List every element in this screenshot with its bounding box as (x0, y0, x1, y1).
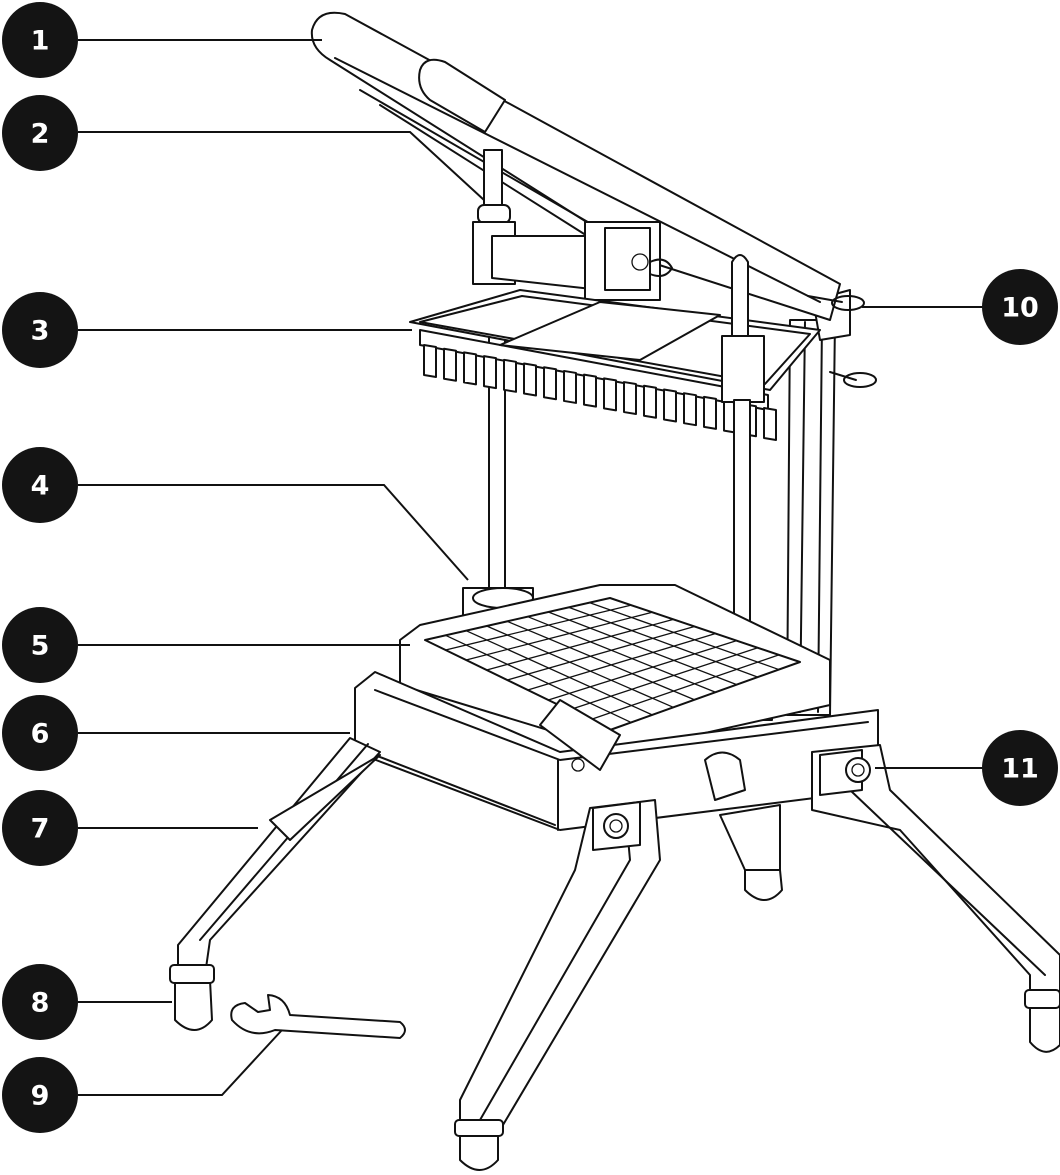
callout-7-label: 7 (31, 814, 50, 845)
base-frame (354, 671, 879, 831)
blade-grid (444, 602, 780, 724)
callout-8: 8 (2, 964, 78, 1040)
blade-line (506, 620, 696, 701)
pusher-tooth (583, 373, 597, 408)
legs (177, 737, 1060, 1131)
pusher-tooth (423, 344, 437, 378)
blade-line (486, 618, 674, 671)
blade-line (547, 611, 738, 686)
blade-assembly (399, 584, 831, 753)
pusher-tooth (523, 362, 537, 397)
cross-arm (491, 221, 673, 301)
callout-6: 6 (2, 695, 78, 771)
callout-2: 2 (2, 95, 78, 171)
blade-line (568, 647, 759, 711)
pins (807, 295, 877, 388)
pusher-tooth (683, 392, 697, 427)
callout-9: 9 (2, 1057, 78, 1133)
pusher-tooth (603, 377, 617, 412)
pusher-block (409, 289, 821, 441)
pusher-tooth (703, 395, 717, 430)
blade-line (444, 604, 632, 651)
pusher-tooth (463, 351, 477, 386)
blade-line (588, 602, 780, 671)
callout-3-label: 3 (31, 316, 50, 347)
pusher-tooth (643, 384, 657, 419)
pusher-tooth (543, 366, 557, 401)
callout-6-label: 6 (31, 719, 50, 750)
blade-line (444, 634, 632, 724)
blade-line (568, 606, 759, 678)
feet (169, 869, 1060, 1171)
left-guide-post (462, 149, 534, 625)
callout-2-label: 2 (31, 119, 50, 150)
blade-line (486, 625, 674, 708)
callout-10-label: 10 (1001, 293, 1039, 324)
callout-11: 11 (982, 730, 1058, 806)
blade-line (527, 616, 717, 693)
wrench (230, 994, 406, 1039)
pusher-tooth (623, 381, 637, 416)
blade-line (465, 630, 653, 716)
callout-1: 1 (2, 2, 78, 78)
callout-11-label: 11 (1001, 754, 1039, 785)
blade-line (527, 632, 717, 691)
pusher-tooth (483, 355, 497, 390)
callout-5: 5 (2, 607, 78, 683)
bolts (603, 757, 871, 839)
blade-line (465, 611, 653, 661)
callout-5-label: 5 (31, 631, 50, 662)
blade-line (547, 640, 738, 701)
callout-4: 4 (2, 447, 78, 523)
blade-line (506, 625, 696, 681)
blade-line (588, 654, 780, 721)
pusher-tooth (763, 407, 777, 441)
callout-8-label: 8 (31, 988, 50, 1019)
callout-1-label: 1 (31, 26, 50, 57)
leader-lines (78, 39, 990, 1096)
callout-3: 3 (2, 292, 78, 368)
pusher-tooth (563, 369, 577, 404)
callout-7: 7 (2, 790, 78, 866)
callout-9-label: 9 (31, 1081, 50, 1112)
callout-4-label: 4 (31, 471, 50, 502)
pusher-tooth (443, 347, 457, 382)
callout-10: 10 (982, 269, 1058, 345)
pusher-tooth (503, 358, 517, 393)
pusher-tooth (663, 388, 677, 423)
